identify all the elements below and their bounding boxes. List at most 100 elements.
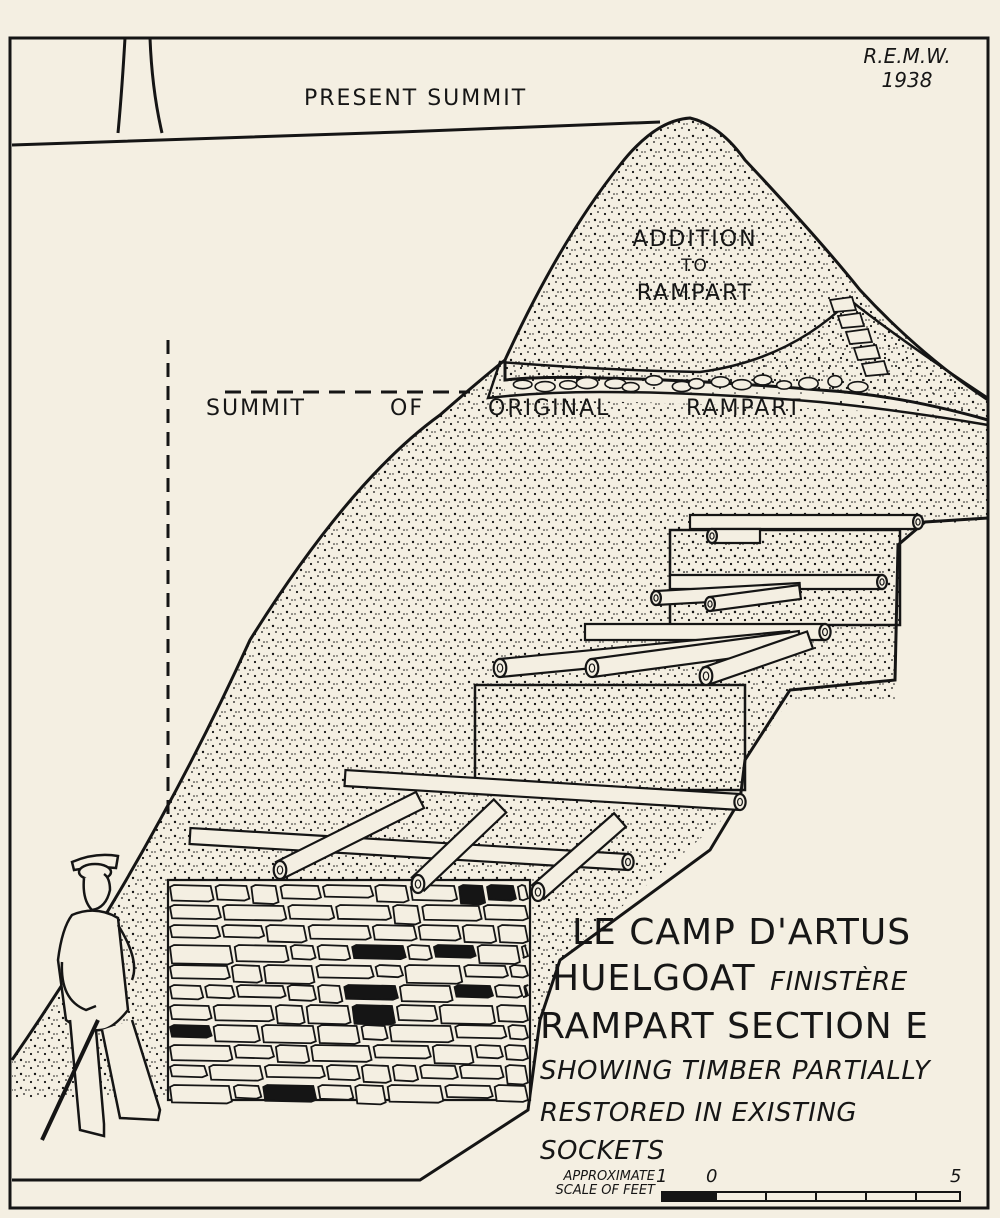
band-stone: [775, 379, 793, 390]
tree-trunk: [116, 37, 164, 134]
band-stone: [731, 378, 753, 391]
band-stone: [710, 376, 731, 388]
wall-stone: [316, 944, 352, 962]
band-stone: [847, 380, 869, 393]
band-stone: [575, 376, 599, 390]
orig-word-original: ORIGINAL: [488, 396, 611, 421]
wall-stone: [486, 884, 517, 902]
band-stone: [836, 312, 866, 329]
wall-stone: [212, 1024, 261, 1044]
caption-showing: SHOWING TIMBER PARTIALLY: [540, 1056, 931, 1086]
band-stone: [752, 374, 773, 386]
band-stone: [534, 380, 556, 393]
wall-stone: [260, 1024, 317, 1045]
scale-tick-1: 1: [656, 1166, 668, 1187]
wall-stone: [360, 1024, 389, 1041]
wall-stone: [343, 984, 399, 1001]
wall-stone: [168, 1024, 213, 1039]
wall-stone: [354, 1084, 387, 1106]
border-frame: [8, 36, 990, 1210]
wall-stone: [463, 964, 510, 979]
wall-stone: [520, 944, 530, 959]
scale-label: APPROXIMATE SCALE OF FEET: [480, 1169, 656, 1198]
caption-huelgoat: HUELGOAT: [552, 958, 756, 999]
wall-stone: [212, 1004, 275, 1023]
caption-sockets: SOCKETS: [540, 1136, 665, 1166]
orig-word-summit: SUMMIT: [206, 396, 306, 421]
wall-stone: [305, 1004, 352, 1026]
outer-slope: [10, 358, 506, 1061]
wall-stone: [321, 884, 375, 899]
wall-stone: [522, 984, 530, 999]
wall-stone: [168, 984, 205, 1001]
timber-log: [343, 768, 747, 812]
wall-stone: [263, 964, 316, 985]
wall-stone: [444, 1084, 494, 1099]
timber-logs: [188, 513, 924, 903]
wall-stone: [391, 1064, 420, 1083]
band-stone: [621, 381, 640, 393]
wall-stone: [233, 1044, 276, 1060]
caption-section: RAMPART SECTION E: [540, 1006, 929, 1047]
wall-stone: [262, 1084, 318, 1103]
wall-stone: [351, 944, 407, 961]
wall-stone: [310, 1044, 373, 1063]
wall-stone: [458, 884, 487, 906]
present-summit-label: PRESENT SUMMIT: [304, 86, 528, 111]
scale-tick-5: 5: [950, 1166, 962, 1187]
wall-stone: [235, 984, 287, 999]
band-stone: [827, 374, 843, 388]
wall-stone: [395, 1004, 439, 1022]
wall-stone: [482, 904, 530, 922]
wall-stone: [351, 1004, 396, 1026]
timber-log: [698, 630, 815, 687]
wall-stone: [169, 1004, 213, 1021]
timber-log: [410, 797, 508, 895]
wall-stone: [374, 884, 410, 904]
wall-stone: [169, 884, 215, 903]
standing-man-figure: [40, 853, 162, 1141]
band-stone: [844, 328, 874, 345]
wall-stone: [403, 964, 464, 985]
band-stone: [797, 376, 819, 391]
wall-stone: [204, 984, 236, 1000]
caption-title: LE CAMP D'ARTUS: [572, 912, 912, 953]
wall-stone: [287, 904, 336, 921]
wall-stone: [504, 1064, 530, 1086]
wall-stone: [474, 1044, 504, 1060]
drawing-year: 1938: [881, 68, 933, 92]
wall-stone: [208, 1064, 264, 1082]
band-stone: [512, 379, 533, 390]
wall-stone: [371, 924, 418, 942]
addition-line-3: RAMPART: [636, 281, 754, 306]
wall-stone: [406, 944, 434, 961]
timber-log: [530, 811, 628, 903]
wall-stone: [431, 1044, 475, 1066]
band-stone: [852, 344, 882, 361]
band-stone: [860, 360, 890, 377]
wall-stone: [458, 1064, 505, 1080]
wall-stone: [360, 1064, 392, 1084]
caption-restored: RESTORED IN EXISTING: [540, 1098, 858, 1128]
caption-location: HUELGOAT FINISTÈRE: [552, 958, 908, 999]
wall-stone: [307, 924, 372, 941]
addition-line-2: TO: [681, 256, 709, 276]
artist-initials: R.E.M.W.: [863, 44, 951, 68]
wall-stone: [316, 1024, 361, 1045]
band-stone: [687, 377, 705, 390]
wall-stone: [386, 1084, 445, 1104]
wall-stone: [168, 924, 222, 939]
timber-log: [705, 527, 762, 545]
scale-label-line-1: APPROXIMATE: [563, 1169, 655, 1184]
band-stones: [512, 296, 890, 393]
band-stone: [644, 374, 664, 386]
scale-label-line-2: SCALE OF FEET: [555, 1183, 656, 1198]
wall-stone: [168, 964, 231, 981]
wall-stone: [230, 964, 264, 984]
wall-stone: [507, 1024, 530, 1041]
caption-finistere: FINISTÈRE: [770, 967, 908, 997]
wall-stone: [398, 984, 454, 1004]
wall-stone: [168, 1064, 209, 1079]
band-stone: [558, 379, 578, 390]
wall-stone: [317, 1084, 355, 1101]
